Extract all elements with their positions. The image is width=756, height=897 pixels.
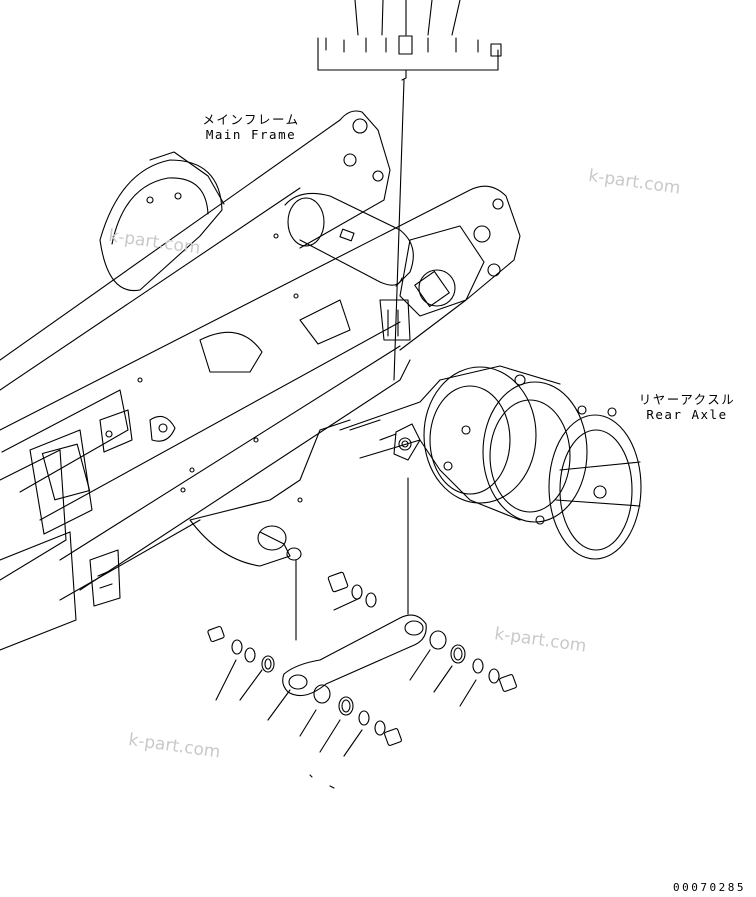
frame-pin-boss bbox=[257, 525, 302, 641]
main-frame-label-en: Main Frame bbox=[205, 127, 297, 142]
main-frame-label: メインフレーム Main Frame bbox=[196, 112, 306, 142]
rear-axle-label-en: Rear Axle bbox=[646, 407, 728, 422]
rear-axle-label: リヤーアクスル Rear Axle bbox=[632, 392, 742, 422]
link-bar-assembly bbox=[207, 477, 517, 789]
rear-axle-label-jp: リヤーアクスル bbox=[638, 392, 736, 407]
rear-axle bbox=[339, 365, 642, 560]
front-axle bbox=[99, 151, 351, 373]
main-frame-label-jp: メインフレーム bbox=[202, 112, 300, 127]
main-frame bbox=[0, 110, 521, 651]
drawing-number: 00070285 bbox=[673, 881, 746, 894]
